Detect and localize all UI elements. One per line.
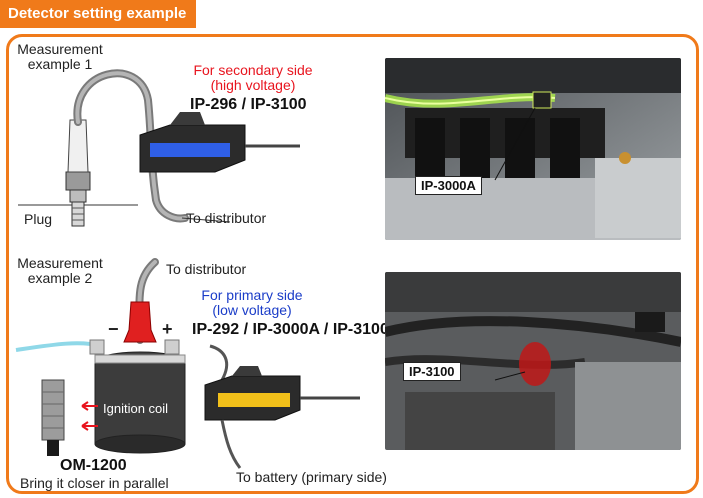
primary-side-note: For primary side (low voltage) [186, 288, 318, 318]
probe-note: Bring it closer in parallel [20, 475, 169, 491]
arrows [81, 401, 98, 431]
plug-label: Plug [24, 211, 53, 227]
example1-title-line2: example 1 [27, 56, 93, 72]
example2-title-line1: Measurement [17, 255, 103, 271]
secondary-side-line2: (high voltage) [210, 77, 296, 93]
minus-sign: − [108, 319, 119, 339]
plus-sign: + [162, 319, 173, 339]
secondary-side-line1: For secondary side [193, 62, 313, 78]
primary-side-line2: (low voltage) [212, 302, 292, 318]
ignition-coil-drawing [89, 339, 186, 454]
om1200-label: OM-1200 [60, 457, 127, 474]
ignition-coil-label: Ignition coil [103, 401, 169, 416]
secondary-side-note: For secondary side (high voltage) [178, 63, 328, 93]
to-battery-label: To battery (primary side) [236, 469, 387, 485]
primary-side-line1: For primary side [201, 287, 303, 303]
to-distributor-label-2: To distributor [166, 261, 247, 277]
engine-photo-2: IP-3100 [385, 272, 681, 450]
example2-models: IP-292 / IP-3000A / IP-3100 [192, 321, 389, 338]
photo1-callout: IP-3000A [415, 176, 482, 195]
engine-photo-1-image [385, 58, 681, 240]
example1-title: Measurement example 1 [12, 42, 108, 72]
spark-plug-drawing [18, 119, 138, 227]
example2-title: Measurement example 2 [12, 256, 108, 286]
probe-om1200 [41, 379, 65, 456]
section-title: Detector setting example [0, 0, 196, 28]
engine-photo-1: IP-3000A [385, 58, 681, 240]
sensor-ip292 [204, 366, 360, 469]
example1-title-line1: Measurement [17, 41, 103, 57]
example1-models: IP-296 / IP-3100 [190, 96, 307, 113]
sensor-ip296 [139, 112, 300, 173]
photo2-callout: IP-3100 [403, 362, 461, 381]
to-distributor-label-1: To distributor [186, 210, 267, 226]
engine-photo-2-image [385, 272, 681, 450]
example2-title-line2: example 2 [27, 270, 93, 286]
